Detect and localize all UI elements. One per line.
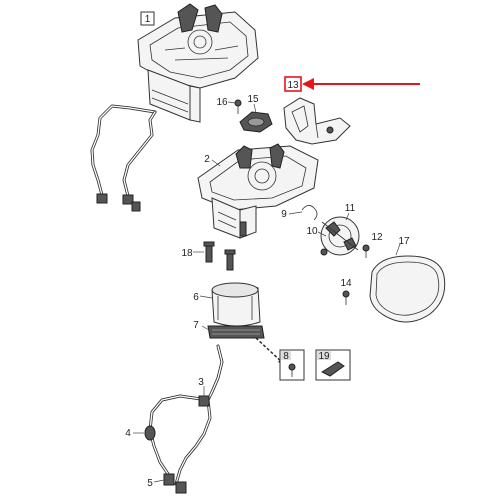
gasket-7-part: [207, 325, 265, 339]
part-8-detail-box: 8: [279, 349, 305, 381]
svg-text:13: 13: [287, 80, 299, 91]
mirror-housing-assembly-part: [137, 3, 259, 123]
svg-text:16: 16: [216, 97, 228, 108]
part-12-label: 12: [371, 232, 383, 243]
part-7-label: 7: [193, 320, 210, 331]
svg-text:4: 4: [125, 428, 131, 439]
svg-text:10: 10: [306, 226, 318, 237]
actuator-motor-11-part: [320, 216, 360, 256]
part-18-label: 18: [181, 248, 204, 259]
mirror-glass-17-part: [369, 255, 446, 323]
part-10-label: 10: [306, 226, 327, 237]
bolt-18-part: [203, 241, 236, 271]
part-9-label: 9: [281, 209, 303, 220]
svg-text:9: 9: [281, 209, 287, 220]
clip-15-part: [239, 111, 273, 133]
part-17-label: 17: [395, 236, 410, 256]
part-13-label: 13: [284, 76, 302, 92]
part-19-detail-box: 19: [315, 349, 351, 381]
part-5-label: 5: [147, 478, 165, 489]
svg-text:18: 18: [181, 248, 193, 259]
part-16-label: 16: [216, 97, 236, 108]
part-14-label: 14: [340, 278, 352, 289]
part-2-label: 2: [204, 154, 221, 167]
svg-text:7: 7: [193, 320, 199, 331]
bracket-13-part: [283, 97, 351, 145]
svg-text:8: 8: [283, 351, 289, 362]
cover-6-part: [211, 282, 261, 327]
svg-text:6: 6: [193, 292, 199, 303]
mirror-base-part: [197, 143, 319, 239]
spring-clip-9-part: [301, 205, 318, 221]
part-1-label: 1: [140, 11, 155, 26]
upper-wire-harness: [90, 104, 157, 212]
part-15-label: 15: [247, 94, 259, 114]
screw-12-part: [362, 244, 370, 258]
svg-text:2: 2: [204, 154, 210, 165]
screw-16-part: [234, 99, 242, 114]
svg-text:12: 12: [371, 232, 383, 243]
svg-text:17: 17: [398, 236, 410, 247]
svg-text:5: 5: [147, 478, 153, 489]
part-11-label: 11: [345, 203, 356, 221]
svg-text:14: 14: [340, 278, 352, 289]
svg-text:11: 11: [345, 203, 356, 214]
svg-text:19: 19: [318, 351, 330, 362]
svg-text:3: 3: [198, 377, 204, 388]
part-4-label: 4: [125, 428, 144, 439]
screw-14-part: [342, 290, 350, 305]
highlight-arrow: [302, 78, 420, 90]
svg-text:1: 1: [145, 14, 151, 25]
svg-text:15: 15: [247, 94, 259, 105]
lower-wire-harness: [144, 344, 224, 494]
part-6-label: 6: [193, 292, 213, 303]
part-3-label: 3: [198, 377, 205, 396]
